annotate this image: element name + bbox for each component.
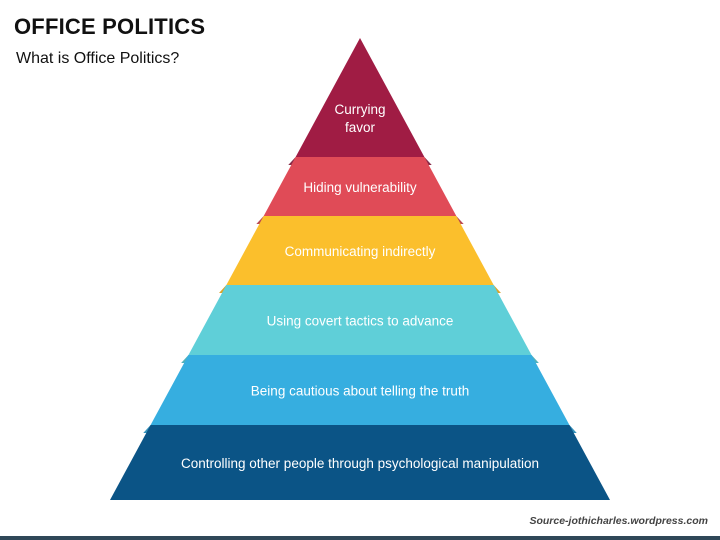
slide-title: OFFICE POLITICS	[14, 14, 206, 39]
pyramid-level-currying-favor: Currying favor	[288, 38, 432, 165]
pyramid-level-label: favor	[345, 120, 376, 135]
pyramid-level-label: Currying	[334, 102, 385, 117]
pyramid-level-communicating-indirectly: Communicating indirectly	[219, 216, 501, 293]
pyramid-level-label: Communicating indirectly	[285, 244, 436, 259]
pyramid-level-controlling-people: Controlling other people through psychol…	[110, 425, 610, 500]
pyramid-level-label: Being cautious about telling the truth	[251, 384, 469, 399]
pyramid-level-label: Using covert tactics to advance	[267, 314, 454, 329]
pyramid-level-label: Controlling other people through psychol…	[181, 456, 539, 471]
pyramid-level-label: Hiding vulnerability	[303, 180, 417, 195]
source-credit: Source-jothicharles.wordpress.com	[529, 515, 708, 527]
slide-subtitle: What is Office Politics?	[16, 50, 180, 67]
bottom-bar	[0, 536, 720, 540]
pyramid-level-hiding-vulnerability: Hiding vulnerability	[256, 157, 464, 224]
pyramid-level-being-cautious: Being cautious about telling the truth	[143, 355, 577, 433]
pyramid-level-using-covert-tactics: Using covert tactics to advance	[181, 285, 539, 363]
